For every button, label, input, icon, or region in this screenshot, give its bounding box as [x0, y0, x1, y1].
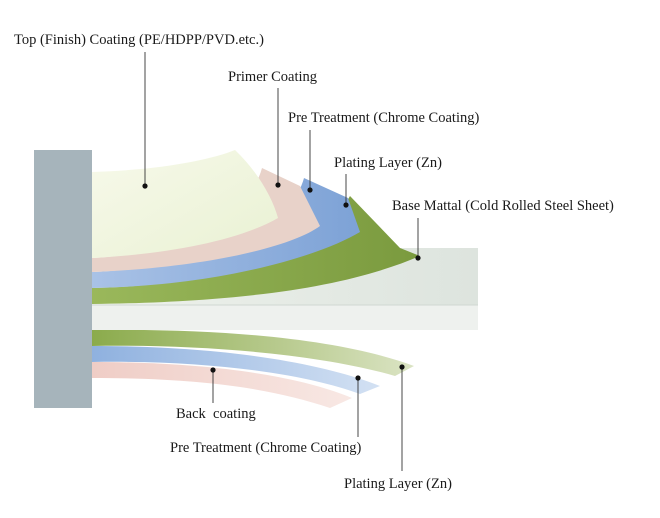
label-base-metal: Base Mattal (Cold Rolled Steel Sheet): [392, 198, 614, 214]
label-pre-treatment-bottom: Pre Treatment (Chrome Coating): [170, 440, 362, 456]
label-plating-bottom: Plating Layer (Zn): [344, 476, 452, 492]
label-pre-treatment-top: Pre Treatment (Chrome Coating): [288, 110, 480, 126]
label-back-coating: Back coating: [176, 406, 256, 422]
wall-block: [34, 150, 92, 408]
pre-treatment-layer-bottom: [92, 346, 380, 394]
base-metal-side-face: [92, 305, 478, 330]
label-primer-coating: Primer Coating: [228, 69, 318, 85]
plating-layer-bottom: [92, 329, 414, 376]
label-top-coating: Top (Finish) Coating (PE/HDPP/PVD.etc.): [14, 32, 264, 48]
back-coating-layer: [92, 362, 352, 408]
top-coating-layer: [92, 150, 278, 258]
leader-lines: [142, 52, 421, 471]
label-plating-top: Plating Layer (Zn): [334, 155, 442, 171]
